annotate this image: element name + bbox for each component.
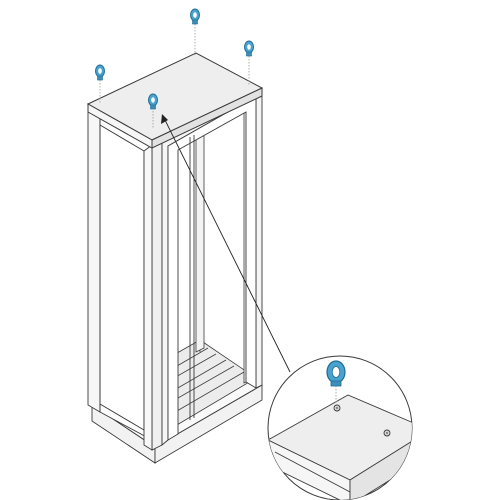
detail-eyebolt xyxy=(326,360,346,404)
eyebolt-rear-right xyxy=(244,40,254,57)
eyebolt-front-left xyxy=(95,64,105,81)
front-right-upright xyxy=(143,139,163,451)
roof-panel xyxy=(86,52,264,149)
detail-callout xyxy=(267,355,413,500)
left-side-frame xyxy=(87,111,153,441)
detail-arrow xyxy=(161,114,291,373)
eyebolt-rear-left xyxy=(190,8,200,25)
eyebolt-leader-lines xyxy=(99,24,250,128)
rear-uprights xyxy=(195,96,251,384)
eyebolt-front-right xyxy=(148,93,158,110)
